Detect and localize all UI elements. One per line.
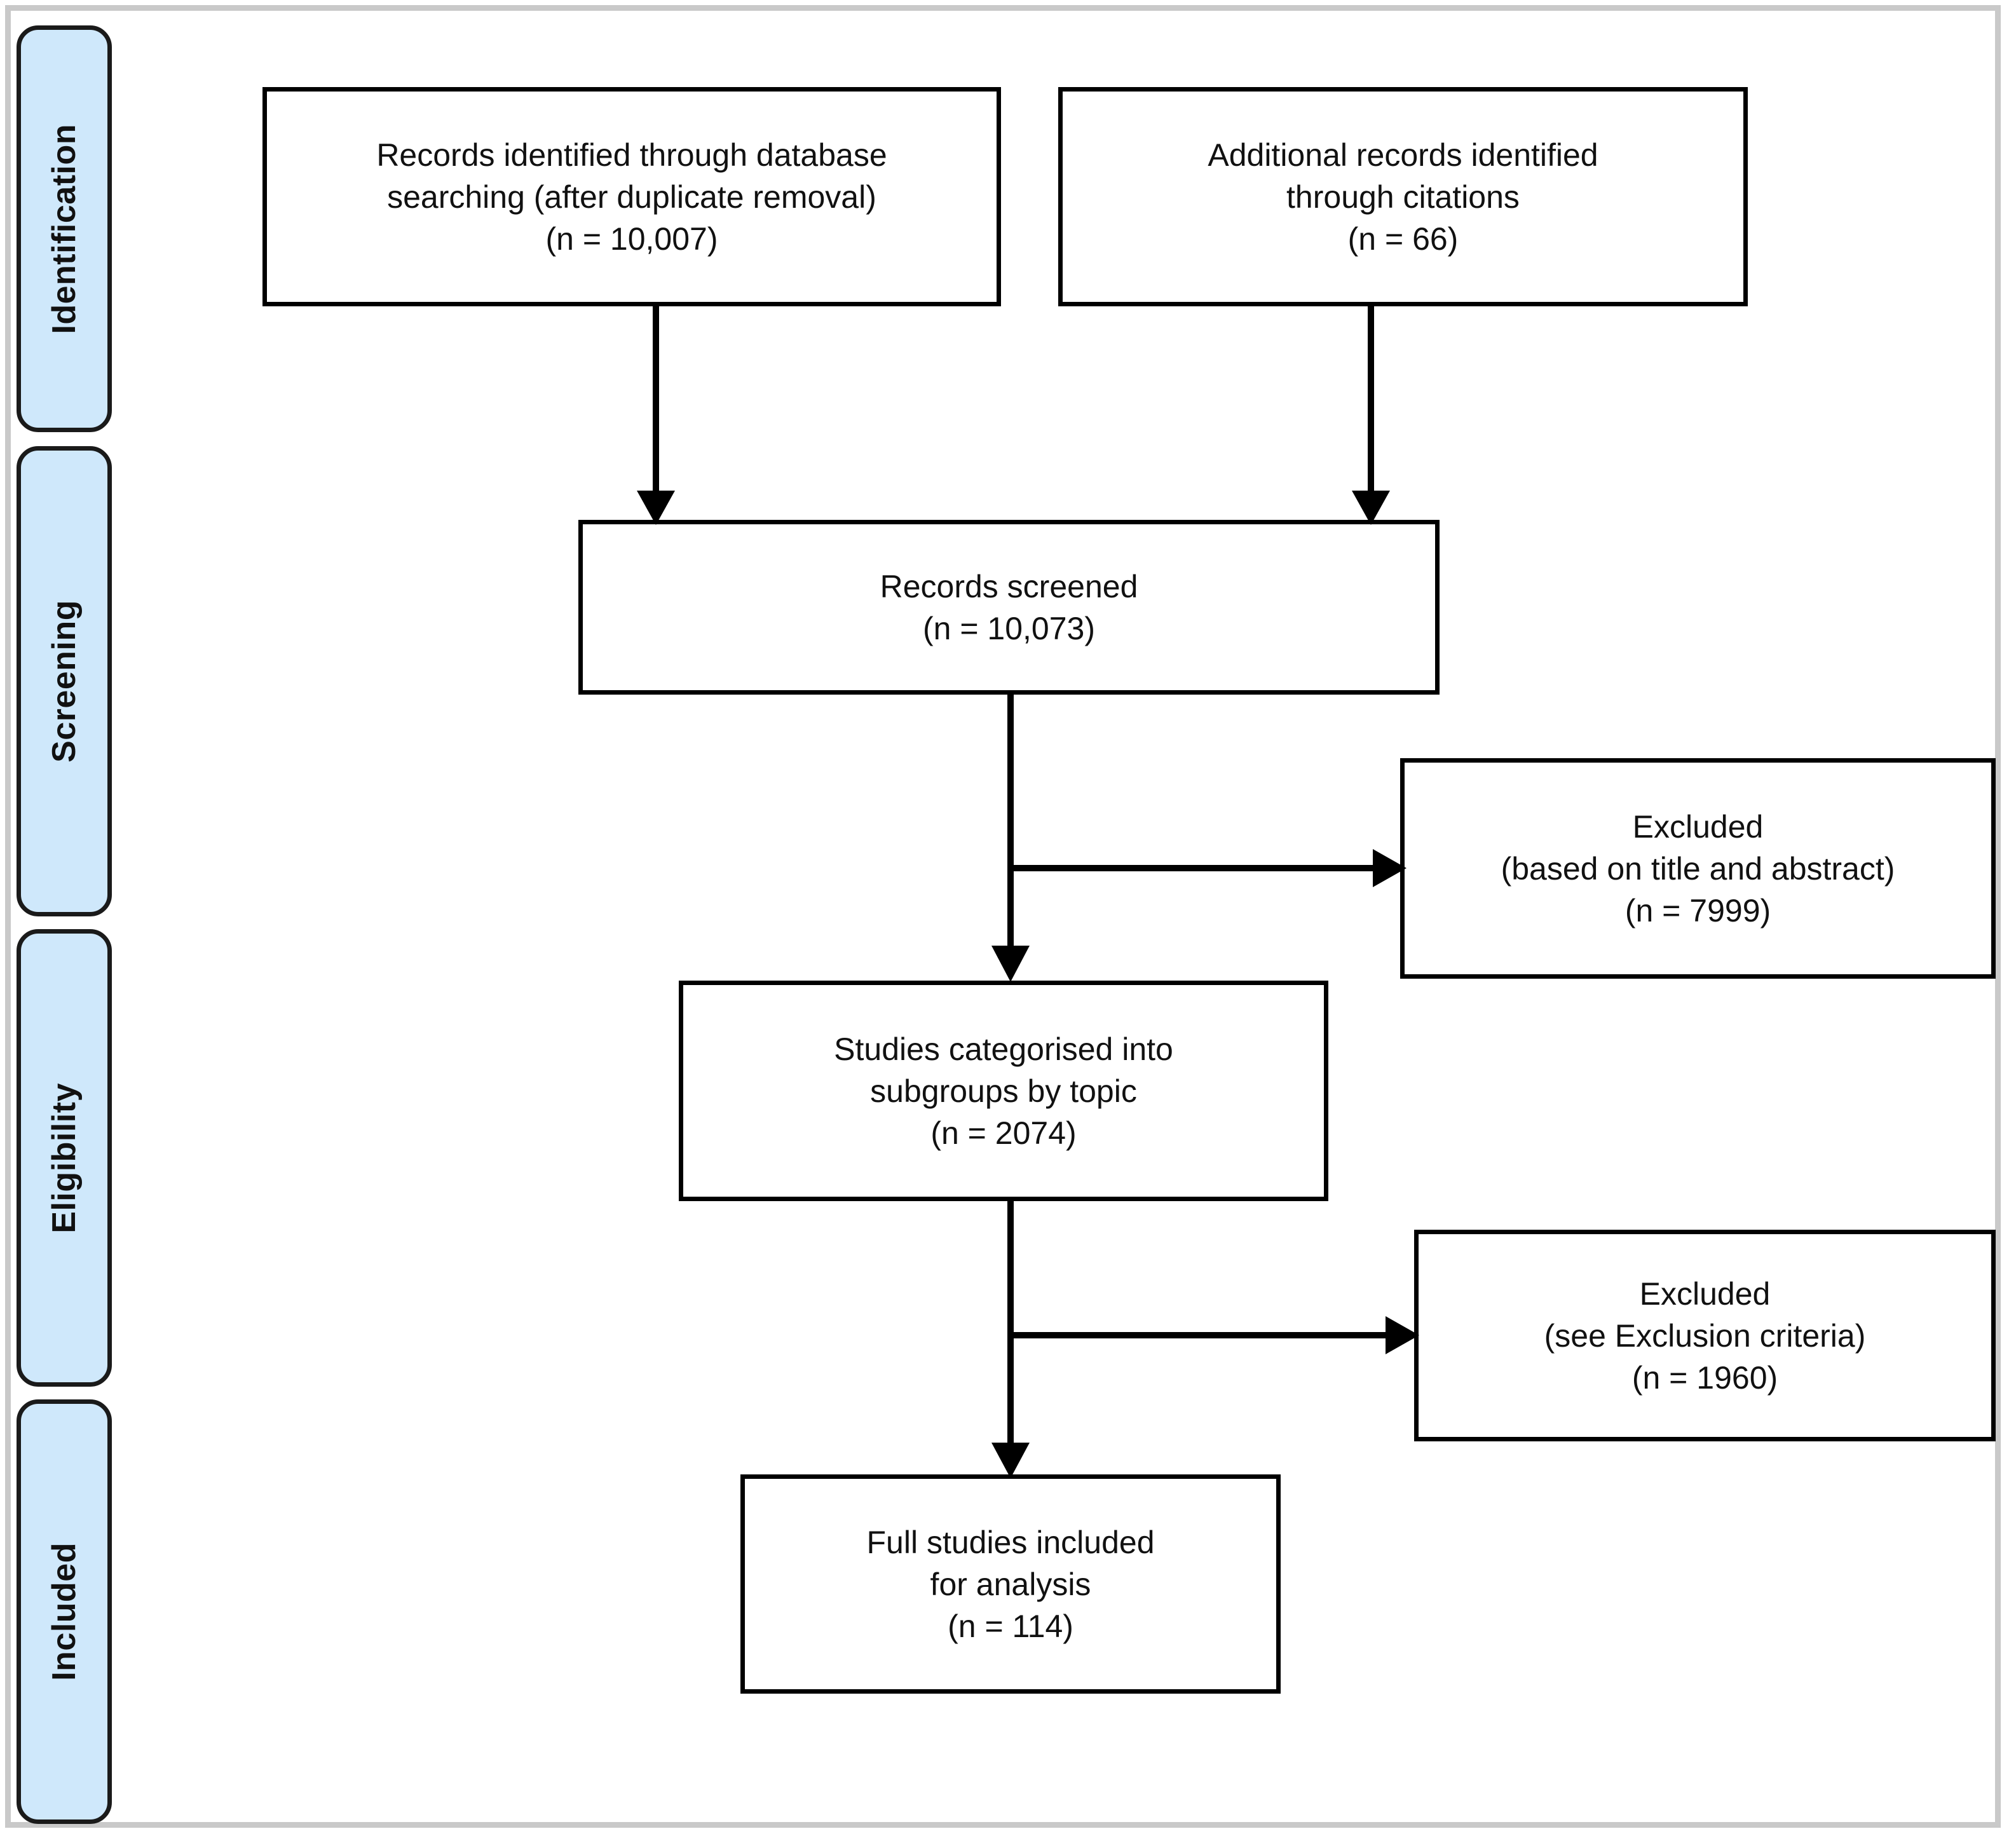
box-line: Records screened	[880, 568, 1138, 604]
box-line: Excluded	[1632, 808, 1764, 845]
box-additional-records-citations: Additional records identified through ci…	[1058, 87, 1748, 306]
box-count: (n = 10,073)	[922, 610, 1095, 646]
box-line: Excluded	[1639, 1275, 1771, 1312]
box-text-full-studies-included: Full studies included for analysis (n = …	[857, 1521, 1163, 1647]
box-line: searching (after duplicate removal)	[387, 179, 876, 215]
box-text-records-screened: Records screened (n = 10,073)	[871, 566, 1147, 649]
box-line: Records identified through database	[376, 137, 887, 173]
stage-label-eligibility: Eligibility	[46, 1082, 83, 1234]
box-count: (n = 7999)	[1624, 892, 1771, 928]
stage-label-included: Included	[46, 1542, 83, 1681]
box-excluded-criteria: Excluded (see Exclusion criteria) (n = 1…	[1414, 1230, 1996, 1441]
box-text-excluded-title-abstract: Excluded (based on title and abstract) (…	[1492, 806, 1904, 932]
box-records-identified-database: Records identified through database sear…	[262, 87, 1001, 306]
box-line: Full studies included	[866, 1524, 1155, 1560]
box-line: for analysis	[930, 1566, 1091, 1602]
box-text-studies-categorised: Studies categorised into subgroups by to…	[825, 1028, 1182, 1154]
stage-label-screening: Screening	[46, 600, 83, 763]
box-excluded-title-abstract: Excluded (based on title and abstract) (…	[1400, 758, 1996, 979]
box-line: Additional records identified	[1208, 137, 1598, 173]
stage-label-identification: Identification	[46, 123, 83, 334]
box-line: (see Exclusion criteria)	[1544, 1317, 1866, 1354]
box-line: subgroups by topic	[870, 1073, 1137, 1109]
box-count: (n = 1960)	[1631, 1359, 1778, 1396]
box-text-records-identified-database: Records identified through database sear…	[367, 134, 896, 260]
box-line: Studies categorised into	[834, 1031, 1173, 1067]
stage-pill-included: Included	[17, 1399, 112, 1824]
box-count: (n = 10,007)	[545, 221, 718, 257]
box-count: (n = 2074)	[930, 1115, 1077, 1151]
box-text-additional-records-citations: Additional records identified through ci…	[1199, 134, 1607, 260]
box-count: (n = 66)	[1347, 221, 1459, 257]
stage-pill-eligibility: Eligibility	[17, 929, 112, 1387]
box-studies-categorised: Studies categorised into subgroups by to…	[679, 981, 1328, 1201]
stage-pill-identification: Identification	[17, 25, 112, 432]
box-line: (based on title and abstract)	[1501, 850, 1895, 887]
box-records-screened: Records screened (n = 10,073)	[578, 520, 1440, 695]
box-full-studies-included: Full studies included for analysis (n = …	[740, 1474, 1281, 1694]
box-text-excluded-criteria: Excluded (see Exclusion criteria) (n = 1…	[1536, 1273, 1875, 1399]
box-count: (n = 114)	[948, 1608, 1073, 1644]
box-line: through citations	[1286, 179, 1520, 215]
stage-pill-screening: Screening	[17, 446, 112, 916]
